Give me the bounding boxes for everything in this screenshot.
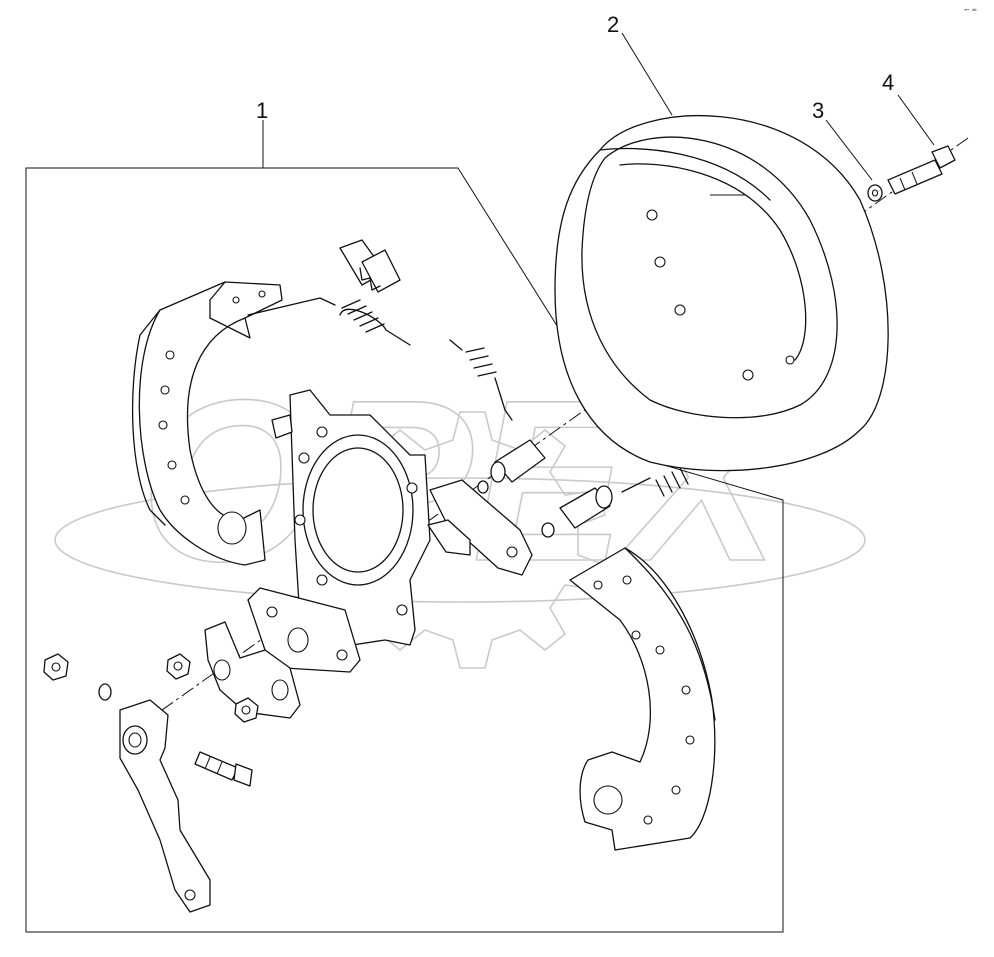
anchor-bracket	[427, 479, 533, 576]
small-washer-lower	[541, 522, 555, 538]
corner-mark: ⌐ ═	[964, 6, 977, 14]
backing-plate	[271, 389, 431, 651]
bolt	[887, 145, 956, 195]
hex-nut-left	[43, 653, 69, 681]
link-plate	[204, 621, 301, 719]
return-spring-lower	[621, 467, 689, 497]
return-spring-middle	[449, 339, 513, 421]
adjuster-pin-lower	[559, 485, 613, 529]
callout-1: 1	[256, 98, 268, 123]
return-spring-upper	[247, 297, 411, 346]
callout-2: 2	[607, 12, 619, 37]
callout-4: 4	[882, 70, 894, 95]
adjuster-pin-upper	[490, 439, 546, 483]
lever-bolt	[194, 751, 253, 787]
leader-line-2	[621, 32, 673, 116]
actuating-lever	[119, 699, 211, 913]
adjuster-nut-top	[339, 239, 401, 293]
leader-line-4	[897, 94, 935, 146]
lower-brake-shoe	[569, 547, 716, 851]
hex-nut-middle	[166, 653, 191, 680]
assembly-frame	[25, 167, 784, 933]
upper-brake-shoe	[131, 281, 283, 566]
small-washer-upper	[477, 480, 489, 494]
hex-nut-lower	[234, 697, 259, 723]
leader-line-3	[825, 119, 873, 181]
lock-washer	[98, 683, 112, 701]
brake-drum	[554, 114, 889, 472]
callout-3: 3	[812, 98, 824, 123]
washer	[867, 184, 883, 202]
